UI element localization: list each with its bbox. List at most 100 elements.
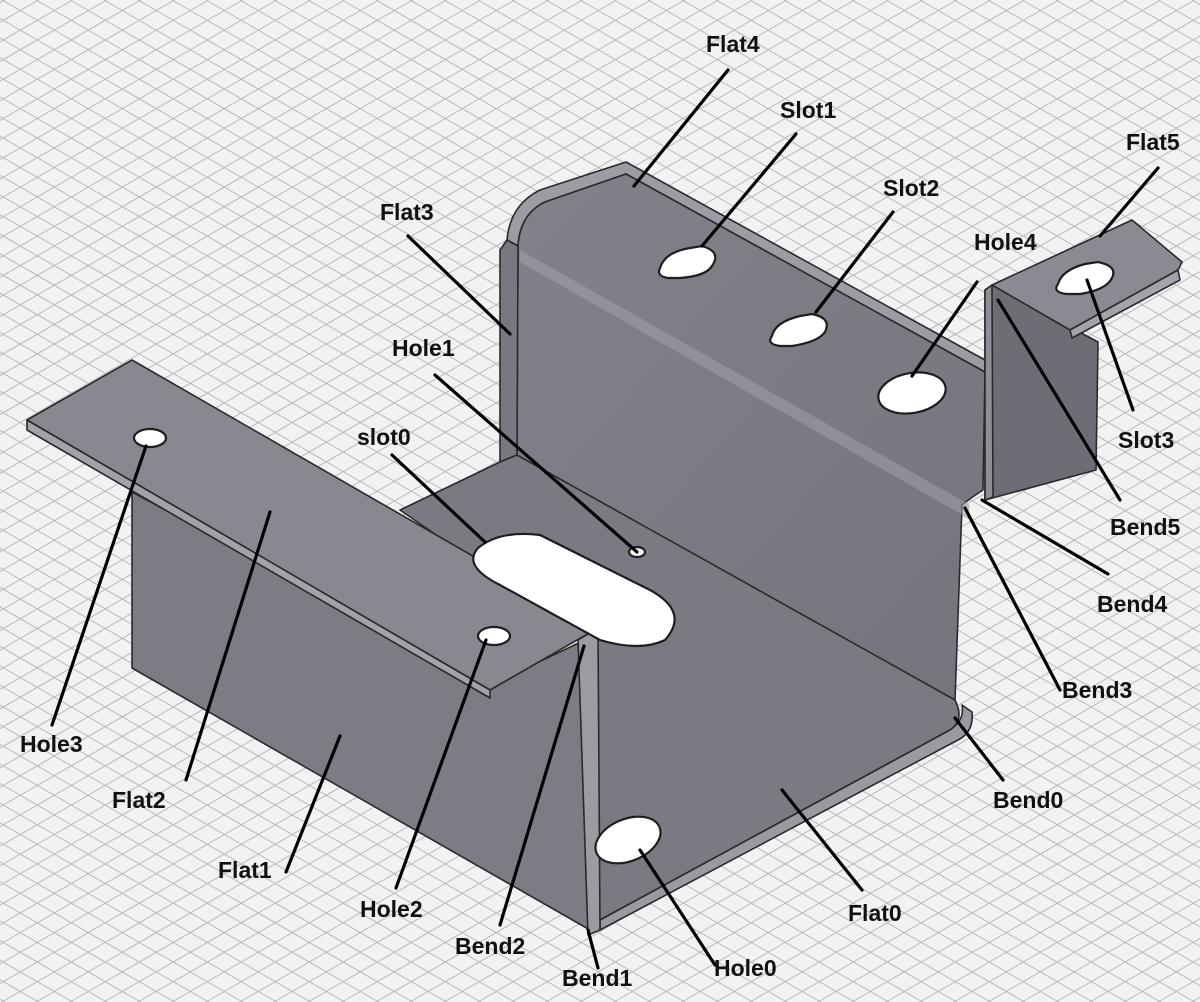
grid-line — [1191, 0, 1200, 6]
bend5-edge — [984, 284, 994, 501]
grid-line — [0, 822, 311, 1002]
grid-line — [715, 0, 1200, 280]
label-hole0: Hole0 — [714, 955, 777, 981]
grid-line — [545, 624, 1200, 1002]
grid-line — [0, 0, 651, 376]
grid-line — [749, 741, 1200, 1002]
label-flat1: Flat1 — [218, 857, 272, 883]
hole0-cut — [594, 815, 662, 865]
leader-hole3 — [50, 444, 148, 727]
label-hole2: Hole2 — [360, 896, 423, 922]
slot2-cut — [769, 312, 828, 348]
grid-line — [647, 682, 1200, 1002]
leader-hole0 — [638, 848, 717, 967]
grid-line — [0, 0, 583, 337]
grid-line — [0, 0, 379, 220]
label-flat5: Flat5 — [1126, 129, 1180, 155]
grid-line — [579, 643, 1200, 1002]
grid-line — [817, 781, 1200, 1002]
slot1-cut — [657, 244, 717, 280]
slot3-cut — [1055, 260, 1115, 296]
grid-line — [0, 998, 5, 1002]
leader-bend4 — [980, 498, 1110, 576]
grid-line — [511, 604, 1200, 1002]
leader-flat3 — [406, 234, 512, 336]
leader-slot1 — [700, 132, 798, 248]
label-slot2: Slot2 — [883, 175, 939, 201]
grid-line — [375, 0, 1200, 477]
leader-slot2 — [814, 210, 895, 314]
grid-line — [0, 0, 73, 43]
grid-line — [783, 761, 1200, 1002]
grid-line — [0, 0, 413, 239]
bend-highlight — [520, 250, 970, 518]
grid-line — [783, 0, 1200, 241]
leader-lines — [50, 68, 1160, 970]
label-hole4: Hole4 — [974, 229, 1037, 255]
label-slot0: slot0 — [357, 424, 411, 450]
grid-line — [817, 0, 1200, 221]
grid-line — [0, 802, 345, 1002]
flat3-face — [499, 239, 519, 463]
grid-line — [0, 763, 413, 1002]
grid-line — [0, 645, 617, 1002]
grid-line — [0, 0, 311, 180]
grid-line — [613, 663, 1200, 1002]
grid-line — [715, 722, 1200, 1002]
label-flat2: Flat2 — [112, 787, 166, 813]
hole2-cut — [476, 625, 512, 647]
label-slot3: Slot3 — [1118, 427, 1174, 453]
grid-line — [0, 626, 651, 1002]
label-flat4: Flat4 — [706, 31, 760, 57]
grid-line — [443, 0, 1200, 437]
grid-line — [0, 959, 73, 1002]
grid-line — [885, 0, 1200, 182]
grid-line — [0, 0, 481, 278]
grid-line — [681, 0, 1200, 300]
grid-line — [545, 0, 1200, 378]
label-bend3: Bend3 — [1062, 677, 1132, 703]
grid-line — [0, 782, 379, 1002]
grid-line — [851, 800, 1200, 1002]
grid-line — [0, 0, 447, 259]
grid-line — [409, 0, 1200, 457]
leader-flat1 — [284, 734, 342, 874]
grid-line — [0, 0, 957, 553]
grid-line — [0, 0, 345, 200]
grid-line — [0, 0, 855, 494]
leader-slot0 — [390, 453, 487, 544]
grid-line — [0, 0, 549, 318]
leader-bend2 — [498, 644, 586, 927]
label-bend4: Bend4 — [1097, 591, 1168, 617]
grid-line — [1191, 996, 1200, 1002]
grid-line — [0, 0, 719, 416]
label-bend5: Bend5 — [1110, 514, 1181, 540]
grid-line — [0, 684, 549, 1002]
leader-flat5 — [1098, 166, 1160, 238]
label-flat3: Flat3 — [380, 199, 434, 225]
label-flat0: Flat0 — [848, 900, 902, 926]
flat5-rim — [1069, 269, 1181, 339]
leader-hole2 — [394, 638, 488, 890]
label-hole1: Hole1 — [392, 335, 455, 361]
label-bend1: Bend1 — [562, 965, 633, 991]
sheet-metal-part — [26, 161, 1183, 936]
labels: Flat4 Slot1 Slot2 Flat5 Hole4 Flat3 Hole… — [20, 31, 1181, 991]
label-hole3: Hole3 — [20, 731, 83, 757]
grid-line — [613, 0, 1200, 339]
grid-line — [851, 0, 1200, 202]
leader-slot3 — [1085, 278, 1135, 412]
hole3-cut — [132, 427, 168, 449]
leader-bend0 — [953, 716, 1005, 782]
leader-hole4 — [910, 280, 979, 378]
grid-line — [0, 0, 617, 357]
grid-line — [0, 665, 583, 1002]
grid-line — [0, 0, 753, 435]
leader-flat2 — [184, 510, 272, 782]
grid-line — [0, 0, 821, 475]
slot0-cut — [472, 532, 676, 648]
grid-line — [0, 724, 481, 1002]
